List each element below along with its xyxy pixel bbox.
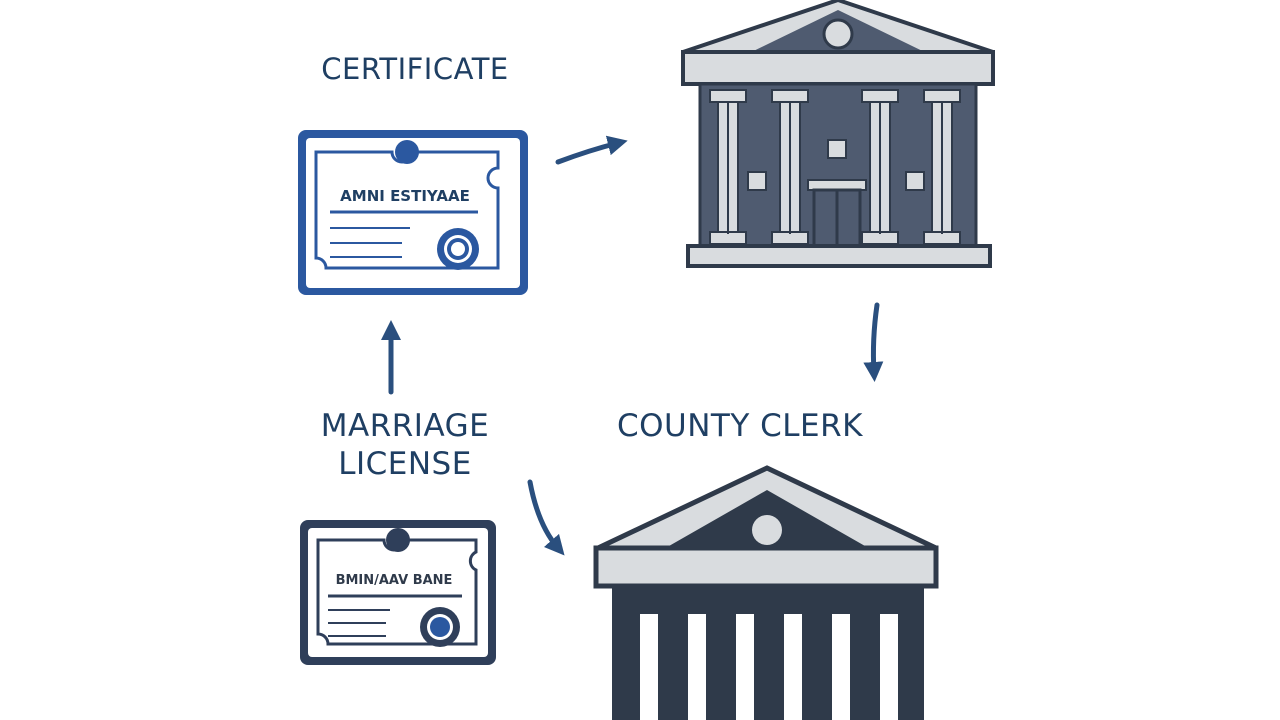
certificate-doc-text: AMNI ESTIYAAE <box>340 187 470 205</box>
marriage-license-label: MARRIAGE LICENSE <box>290 407 520 483</box>
courthouse-top-icon <box>681 0 995 268</box>
certificate-document-icon: AMNI ESTIYAAE <box>298 130 528 295</box>
marriage-license-line1: MARRIAGE <box>320 408 490 444</box>
license-seal-icon <box>420 607 460 647</box>
license-document-icon: BMIN/AAV BANE <box>300 520 496 665</box>
arrow-license-to-clerk <box>527 479 565 556</box>
courthouse-bottom-icon <box>593 465 939 720</box>
certificate-label: CERTIFICATE <box>321 52 509 86</box>
arrow-courthouse-down <box>863 302 884 382</box>
marriage-license-line2: LICENSE <box>338 446 472 482</box>
certificate-seal-icon <box>437 228 479 270</box>
county-clerk-label: COUNTY CLERK <box>616 408 864 444</box>
arrow-certificate-to-courthouse <box>555 135 628 165</box>
license-doc-text: BMIN/AAV BANE <box>336 573 453 588</box>
